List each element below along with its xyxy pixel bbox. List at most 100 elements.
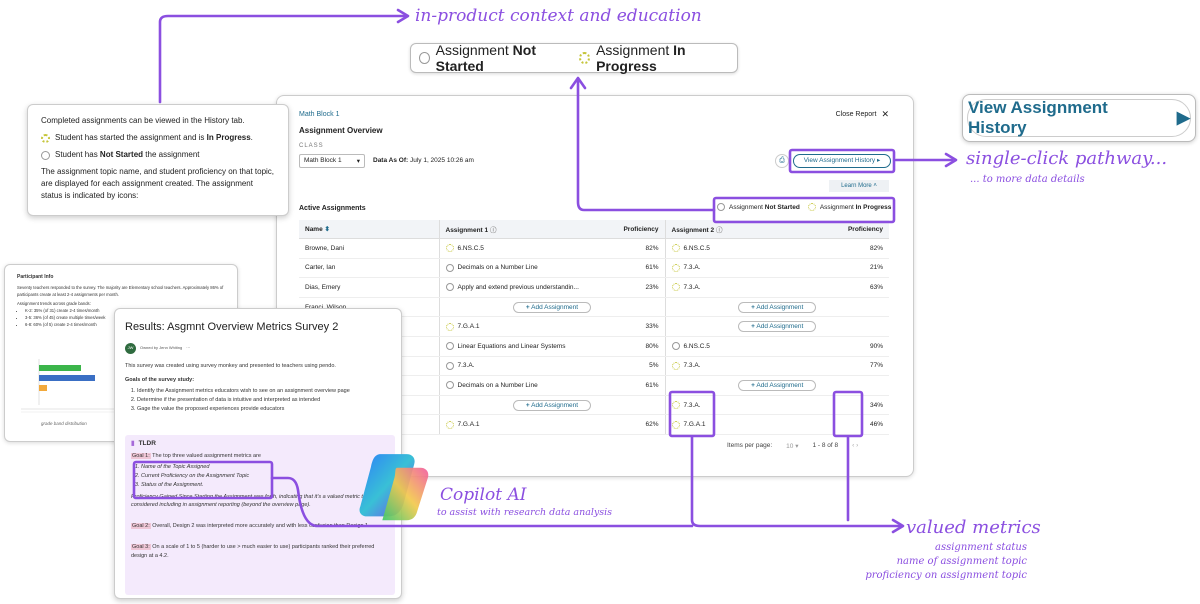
proficiency-value: 82%	[591, 238, 665, 259]
annotation-context-title: in-product context and education	[415, 6, 702, 26]
close-report-button[interactable]: Close Report ✕	[836, 109, 889, 119]
top-metrics-list: Name of the Topic Assigned Current Profi…	[131, 463, 389, 489]
class-select-value: Math Block 1	[304, 157, 342, 164]
column-assignment-1[interactable]: Assignment 1 ⓘ	[438, 220, 591, 239]
student-name: Browne, Dani	[299, 238, 439, 259]
results-title: Results: Asgmnt Overview Metrics Survey …	[125, 321, 339, 333]
assignment-topic-cell[interactable]: 7.3.A.	[664, 356, 815, 377]
tldr-block: ▮ TLDR Goal 1: The top three valued assi…	[125, 435, 395, 595]
assignment-topic-cell[interactable]: 6.NS.C.5	[664, 238, 815, 259]
assignment-topic-cell[interactable]: Decimals on a Number Line	[438, 258, 591, 279]
not-started-icon	[419, 52, 430, 64]
owned-by[interactable]: Owned by Jenn Whiting	[140, 344, 183, 350]
copilot-logo-icon	[359, 454, 429, 521]
proficiency-value: 61%	[591, 375, 665, 396]
callout-line-context	[158, 14, 407, 104]
status-help-tooltip: Completed assignments can be viewed in t…	[27, 104, 289, 216]
sort-icon: ⬍	[324, 226, 330, 233]
in-progress-icon	[579, 52, 591, 64]
close-icon: ✕	[881, 109, 889, 119]
print-icon[interactable]: ⎙	[775, 154, 789, 168]
assignment-topic-cell[interactable]: 6.NS.C.5	[438, 238, 591, 259]
assignment-topic-cell[interactable]: 7.3.A.	[438, 356, 591, 377]
assignment-topic: 7.G.A.1	[683, 421, 706, 429]
assignment-topic: Apply and extend previous understandin..…	[457, 283, 579, 291]
in-progress-icon	[671, 401, 680, 410]
column-assignment-2[interactable]: Assignment 2 ⓘ	[664, 220, 815, 239]
assignment-topic: 7.G.A.1	[457, 323, 480, 331]
pagination: Items per page: 10 ▾ 1 - 8 of 8 ‹ ›	[727, 442, 858, 450]
table-row: Dias, Emery Apply and extend previous und…	[299, 277, 889, 298]
assignment-topic: 7.G.A.1	[457, 421, 480, 429]
assignment-topic-cell[interactable]: 7.G.A.1	[664, 414, 815, 435]
avatar: JW	[125, 342, 136, 354]
list-item: 3-5: 36% (of 45) create multiple times/w…	[25, 315, 225, 322]
report-status-legend: Assignment Not Started Assignment In Pro…	[717, 203, 891, 211]
not-started-icon	[445, 381, 454, 390]
not-started-icon	[671, 342, 680, 351]
assignment-topic-cell[interactable]: 7.3.A.	[664, 277, 815, 298]
view-history-label: View Assignment History	[968, 98, 1108, 137]
assignment-topic: 7.3.A.	[683, 283, 701, 291]
report-class-name: Math Block 1	[299, 111, 340, 118]
column-name[interactable]: Name ⬍	[299, 220, 439, 239]
add-assignment-cell: + Add Assignment	[664, 316, 889, 337]
add-assignment-cell: + Add Assignment	[438, 395, 665, 416]
assignment-topic-cell[interactable]: Apply and extend previous understandin..…	[438, 277, 591, 298]
add-assignment-button[interactable]: + Add Assignment	[512, 301, 592, 313]
assignment-topic-cell[interactable]: Linear Equations and Linear Systems	[438, 336, 591, 357]
help-icon: ⓘ	[489, 227, 497, 234]
assignment-topic-cell[interactable]: 7.G.A.1	[438, 414, 591, 435]
goals-label: Goals of the survey study:	[125, 377, 195, 384]
not-started-icon	[445, 361, 454, 370]
assignment-topic-cell[interactable]: 7.3.A.	[664, 258, 815, 279]
add-assignment-button[interactable]: + Add Assignment	[738, 301, 817, 313]
chart-bar	[39, 385, 47, 391]
learn-more-button[interactable]: Learn More ˄	[829, 180, 889, 192]
in-progress-icon	[445, 244, 454, 253]
view-assignment-history-button[interactable]: View Assignment History ▶	[967, 98, 1191, 137]
student-name: Dias, Emery	[299, 277, 439, 298]
list-item: Current Proficiency on the Assignment To…	[141, 472, 389, 481]
proficiency-value: 63%	[815, 277, 889, 298]
tooltip-description: The assignment topic name, and student p…	[41, 167, 275, 200]
proficiency-value: 77%	[815, 356, 889, 377]
assignment-topic: 6.NS.C.5	[683, 244, 710, 252]
in-progress-icon	[671, 244, 680, 253]
items-per-page-select[interactable]: 10 ▾	[786, 443, 799, 450]
assignment-topic-cell[interactable]: 6.NS.C.5	[664, 336, 815, 357]
add-assignment-button[interactable]: + Add Assignment	[738, 379, 817, 391]
arrowhead	[396, 8, 410, 24]
assignment-topic-cell[interactable]: 7.G.A.1	[438, 316, 591, 337]
assignment-topic: 7.3.A.	[683, 264, 701, 272]
add-assignment-button[interactable]: + Add Assignment	[512, 399, 592, 411]
goals-list: Identify the Assignment metrics educator…	[125, 387, 391, 413]
tooltip-in-progress-row: Student has started the assignment and i…	[41, 132, 275, 144]
proficiency-value: 90%	[815, 336, 889, 357]
assignment-topic: 7.3.A.	[457, 362, 475, 370]
document-icon: ▮	[131, 440, 135, 447]
assignment-topic-cell[interactable]: 7.3.A.	[664, 395, 815, 416]
view-assignment-history-link[interactable]: View Assignment History ▸	[793, 154, 891, 168]
assignment-topic: 6.NS.C.5	[457, 244, 484, 252]
add-assignment-button[interactable]: + Add Assignment	[738, 321, 817, 333]
class-select[interactable]: Math Block 1 ▾	[299, 154, 365, 168]
trends-list: K-2: 35% (of 31) create 2-4 times/month …	[17, 308, 225, 328]
more-icon[interactable]: ···	[186, 344, 191, 350]
add-assignment-cell: + Add Assignment	[664, 297, 889, 318]
arrowhead	[891, 518, 905, 534]
proficiency-value: 5%	[591, 356, 665, 377]
column-proficiency-2[interactable]: Proficiency	[815, 220, 889, 239]
assignment-topic: 6.NS.C.5	[683, 342, 710, 350]
column-proficiency-1[interactable]: Proficiency	[591, 220, 665, 239]
trends-label: Assignment trends across grade bands:	[17, 301, 91, 307]
annotation-copilot-title: Copilot AI	[440, 485, 527, 505]
in-progress-icon	[671, 420, 680, 429]
active-assignments-heading: Active Assignments	[299, 205, 366, 212]
pager-arrows-icon[interactable]: ‹ ›	[852, 442, 859, 449]
assignment-topic: Linear Equations and Linear Systems	[457, 342, 566, 350]
assignment-topic-cell[interactable]: Decimals on a Number Line	[438, 375, 591, 396]
student-name: Carter, Ian	[299, 258, 439, 279]
proficiency-value: 23%	[591, 277, 665, 298]
